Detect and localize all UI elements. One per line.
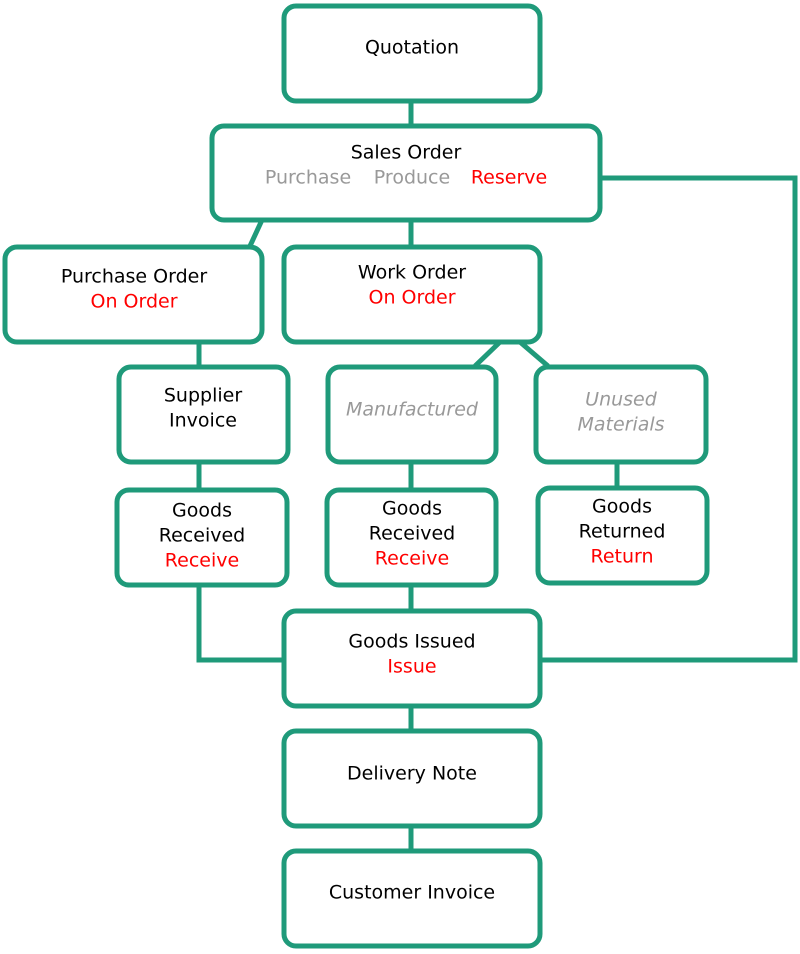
- node-supplier-invoice: Supplier Invoice: [116, 364, 291, 465]
- action-purchase: Purchase: [265, 167, 351, 189]
- node-title-line1: Goods: [382, 498, 442, 520]
- node-goods-issued: Goods Issued Issue: [281, 608, 543, 709]
- node-manufactured: Manufactured: [325, 364, 499, 465]
- node-title-line1: Goods: [592, 496, 652, 518]
- connectors: [196, 101, 798, 850]
- connector-sales-order-purchase-order: [247, 218, 265, 248]
- node-title: Quotation: [365, 37, 459, 59]
- node-title: Customer Invoice: [329, 882, 495, 904]
- node-status: On Order: [368, 287, 455, 309]
- connector-sales-order-goods-issued: [541, 175, 798, 663]
- node-title: Purchase Order: [61, 266, 208, 288]
- node-unused-materials: Unused Materials: [533, 364, 709, 465]
- node-title: Goods Issued: [348, 631, 475, 653]
- node-title: Sales Order: [351, 142, 462, 164]
- node-title: Manufactured: [346, 399, 479, 421]
- node-title-line2: Received: [369, 523, 455, 545]
- action-reserve: Reserve: [471, 167, 547, 189]
- connector-work-order-manufactured: [473, 340, 502, 368]
- node-title: Delivery Note: [347, 763, 477, 785]
- node-customer-invoice: Customer Invoice: [281, 848, 543, 949]
- node-title: Work Order: [358, 262, 466, 284]
- node-title-line1: Supplier: [164, 385, 242, 407]
- node-title-line2: Returned: [579, 521, 666, 543]
- node-goods-received-manufactured: Goods Received Receive: [324, 487, 499, 588]
- node-action: Issue: [387, 656, 436, 678]
- node-title-line2: Received: [159, 525, 245, 547]
- node-action: Receive: [165, 550, 239, 572]
- connector-work-order-unused-materials: [518, 340, 550, 368]
- action-produce: Produce: [374, 167, 450, 189]
- node-title-line2: Materials: [577, 414, 664, 436]
- node-title-line1: Goods: [172, 500, 232, 522]
- node-work-order: Work Order On Order: [281, 244, 543, 345]
- node-action: Receive: [375, 548, 449, 570]
- node-goods-received-purchase: Goods Received Receive: [114, 487, 290, 588]
- node-delivery-note: Delivery Note: [281, 728, 543, 829]
- connector-goods-received-goods-issued: [196, 585, 284, 663]
- node-purchase-order: Purchase Order On Order: [2, 244, 265, 345]
- node-title-line1: Unused: [585, 389, 658, 411]
- node-action: Return: [590, 546, 653, 568]
- node-title-line2: Invoice: [169, 410, 237, 432]
- node-goods-returned: Goods Returned Return: [535, 485, 710, 586]
- node-status: On Order: [90, 291, 177, 313]
- node-quotation: Quotation: [281, 3, 543, 104]
- node-sales-order: Sales Order Purchase Produce Reserve: [209, 123, 603, 223]
